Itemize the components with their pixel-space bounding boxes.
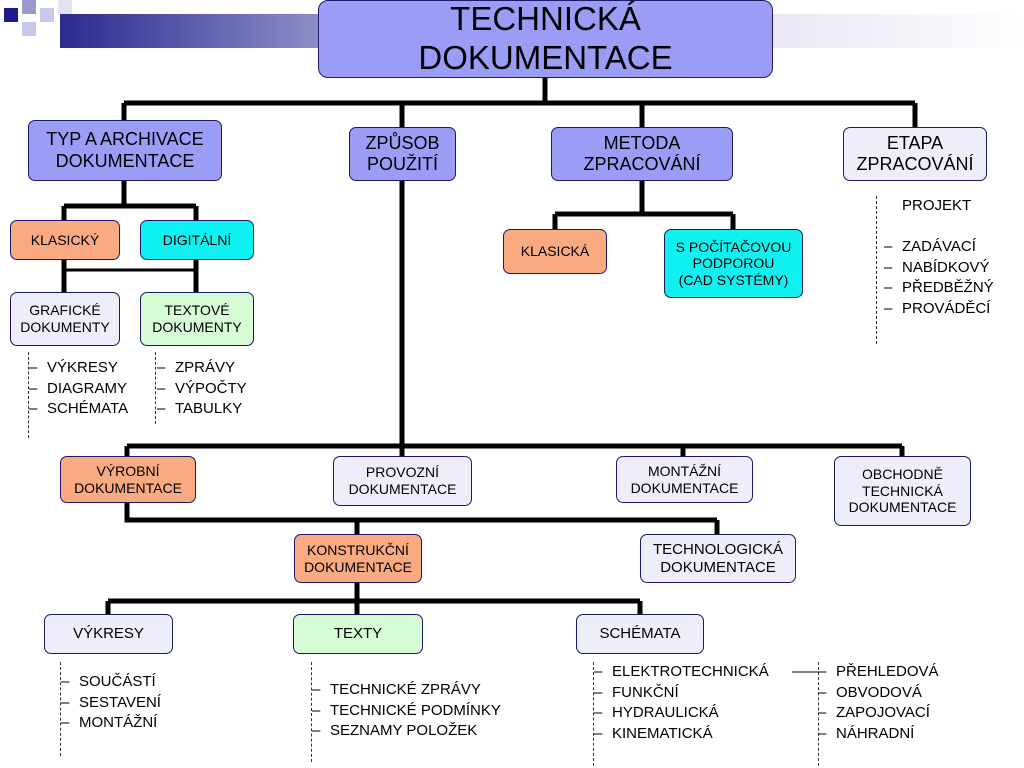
graficke-item: SCHÉMATA: [47, 399, 128, 420]
vyrobni-dokumentace-label: VÝROBNÍ DOKUMENTACE: [74, 462, 182, 496]
digitalni-box: DIGITÁLNÍ: [140, 220, 254, 260]
graficke-items-list: VÝKRESY DIAGRAMY SCHÉMATA: [47, 358, 128, 420]
connector-typ-sub: [61, 260, 199, 292]
metoda-zpracovani-box: METODA ZPRACOVÁNÍ: [551, 127, 733, 181]
vykresy-item: SOUČÁSTÍ: [79, 672, 161, 693]
etapa-item: NABÍDKOVÝ: [902, 258, 994, 279]
schemata-box: SCHÉMATA: [576, 614, 704, 654]
typ-archivace-label: TYP A ARCHIVACE DOKUMENTACE: [46, 129, 204, 171]
vykresy-item: MONTÁŽNÍ: [79, 713, 161, 734]
etapa-items-list: ZADÁVACÍ NABÍDKOVÝ PŘEDBĚŽNÝ PROVÁDĚCÍ: [902, 237, 994, 319]
vykresy-box: VÝKRESY: [44, 614, 173, 654]
klasicka-label: KLASICKÁ: [520, 243, 590, 260]
konstrukcni-dokumentace-box: KONSTRUKČNÍ DOKUMENTACE: [294, 534, 422, 583]
provozni-dokumentace-label: PROVOZNÍ DOKUMENTACE: [348, 464, 457, 497]
graficke-dokumenty-box: GRAFICKÉ DOKUMENTY: [10, 292, 120, 346]
main-title-box: TECHNICKÁ DOKUMENTACE: [318, 0, 773, 78]
vykresy-items-list: SOUČÁSTÍ SESTAVENÍ MONTÁŽNÍ: [79, 672, 161, 734]
klasicky-label: KLASICKÝ: [30, 231, 100, 248]
schemata-items-list: ELEKTROTECHNICKÁ FUNKČNÍ HYDRAULICKÁ KIN…: [612, 662, 769, 744]
schemata-type-item: ZAPOJOVACÍ: [836, 703, 939, 724]
technologicka-dokumentace-label: TECHNOLOGICKÁ DOKUMENTACE: [652, 540, 784, 576]
etapa-zpracovani-label: ETAPA ZPRACOVÁNÍ: [856, 132, 974, 174]
connector-zpusob-bar: [124, 443, 905, 456]
graficke-item: DIAGRAMY: [47, 379, 128, 400]
schemata-item: FUNKČNÍ: [612, 683, 769, 704]
connector-typ-down: [61, 181, 199, 220]
montazni-dokumentace-box: MONTÁŽNÍ DOKUMENTACE: [616, 456, 753, 503]
klasicky-box: KLASICKÝ: [10, 220, 120, 260]
projekt-heading: PROJEKT: [902, 197, 972, 214]
digitalni-label: DIGITÁLNÍ: [162, 231, 232, 248]
schemata-label: SCHÉMATA: [599, 625, 681, 643]
technologicka-dokumentace-box: TECHNOLOGICKÁ DOKUMENTACE: [640, 534, 796, 583]
vykresy-label: VÝKRESY: [73, 625, 144, 643]
connector-metoda-down: [552, 181, 736, 229]
metoda-zpracovani-label: METODA ZPRACOVÁNÍ: [583, 132, 701, 174]
texty-item: TECHNICKÉ PODMÍNKY: [330, 701, 501, 722]
schemata-item: ELEKTROTECHNICKÁ: [612, 662, 769, 683]
texty-item: TECHNICKÉ ZPRÁVY: [330, 680, 501, 701]
texty-label: TEXTY: [333, 625, 383, 643]
pocitacova-podpora-box: S POČÍTAČOVOU PODPOROU (CAD SYSTÉMY): [664, 229, 803, 298]
obchodne-technicka-label: OBCHODNĚ TECHNICKÁ DOKUMENTACE: [848, 466, 957, 516]
pocitacova-podpora-label: S POČÍTAČOVOU PODPOROU (CAD SYSTÉMY): [675, 238, 792, 288]
textove-dokumenty-box: TEXTOVÉ DOKUMENTY: [140, 292, 254, 346]
zpusob-pouziti-box: ZPŮSOB POUŽITÍ: [349, 127, 456, 181]
etapa-zpracovani-box: ETAPA ZPRACOVÁNÍ: [843, 127, 987, 181]
provozni-dokumentace-box: PROVOZNÍ DOKUMENTACE: [333, 456, 472, 506]
textove-item: TABULKY: [175, 399, 247, 420]
schemata-item: HYDRAULICKÁ: [612, 703, 769, 724]
schemata-type-item: OBVODOVÁ: [836, 683, 939, 704]
vyrobni-dokumentace-box: VÝROBNÍ DOKUMENTACE: [60, 456, 196, 503]
schemata-type-item: PŘEHLEDOVÁ: [836, 662, 939, 683]
texty-items-list: TECHNICKÉ ZPRÁVY TECHNICKÉ PODMÍNKY SEZN…: [330, 680, 501, 742]
vykresy-item: SESTAVENÍ: [79, 693, 161, 714]
textove-dashed-line: [155, 352, 156, 424]
textove-item: VÝPOČTY: [175, 379, 247, 400]
konstrukcni-dokumentace-label: KONSTRUKČNÍ DOKUMENTACE: [304, 541, 412, 575]
schemata-types-list: PŘEHLEDOVÁ OBVODOVÁ ZAPOJOVACÍ NÁHRADNÍ: [836, 662, 939, 744]
etapa-dashed-line: [876, 196, 877, 344]
schemata-item: KINEMATICKÁ: [612, 724, 769, 745]
klasicka-box: KLASICKÁ: [503, 229, 607, 274]
etapa-item: ZADÁVACÍ: [902, 237, 994, 258]
textove-items-list: ZPRÁVY VÝPOČTY TABULKY: [175, 358, 247, 420]
graficke-dokumenty-label: GRAFICKÉ DOKUMENTY: [20, 302, 110, 335]
schemata-type-item: NÁHRADNÍ: [836, 724, 939, 745]
obchodne-technicka-box: OBCHODNĚ TECHNICKÁ DOKUMENTACE: [834, 456, 971, 526]
texty-item: SEZNAMY POLOŽEK: [330, 721, 501, 742]
etapa-item: PROVÁDĚCÍ: [902, 299, 994, 320]
etapa-item: PŘEDBĚŽNÝ: [902, 278, 994, 299]
main-title: TECHNICKÁ DOKUMENTACE: [418, 0, 673, 76]
connector-vyrobni-down: [124, 503, 720, 534]
corner-decoration: [0, 0, 80, 40]
graficke-item: VÝKRESY: [47, 358, 128, 379]
montazni-dokumentace-label: MONTÁŽNÍ DOKUMENTACE: [630, 462, 739, 496]
texty-box: TEXTY: [293, 614, 423, 654]
connector-konstrukcni-down: [105, 583, 643, 614]
typ-archivace-box: TYP A ARCHIVACE DOKUMENTACE: [28, 120, 222, 181]
textove-dokumenty-label: TEXTOVÉ DOKUMENTY: [152, 302, 242, 335]
textove-item: ZPRÁVY: [175, 358, 247, 379]
zpusob-pouziti-label: ZPŮSOB POUŽITÍ: [365, 132, 440, 174]
